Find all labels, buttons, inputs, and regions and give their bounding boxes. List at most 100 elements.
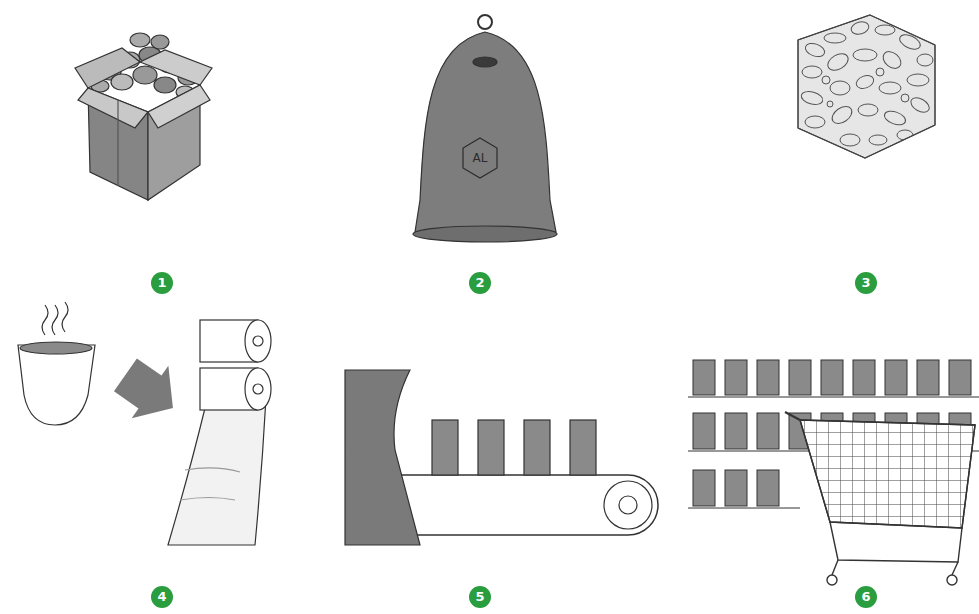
aluminium-bell — [478, 15, 492, 29]
can-box — [75, 33, 212, 200]
callout-number: 3 — [855, 272, 877, 294]
aluminium-bell — [463, 138, 497, 178]
can-box — [111, 74, 133, 90]
can-box — [78, 88, 148, 128]
crushed-can-bale — [908, 95, 931, 115]
crushed-can-bale — [805, 116, 825, 128]
shop-shelves — [853, 360, 875, 395]
shopping-cart — [830, 522, 962, 562]
crushed-can-bale — [853, 49, 877, 61]
aluminium-bell — [413, 15, 557, 242]
aluminium-bell — [415, 32, 556, 232]
shop-shelves — [789, 360, 811, 395]
conveyor — [345, 370, 658, 545]
shop-shelves — [693, 360, 715, 395]
crushed-can-bale — [854, 73, 875, 90]
conveyor — [478, 420, 504, 475]
shop-shelves — [821, 360, 843, 395]
shop-shelves — [757, 413, 779, 449]
conveyor — [604, 481, 652, 529]
conveyor — [619, 496, 637, 514]
crushed-can-bale — [798, 15, 935, 158]
melting-crucible — [20, 342, 92, 354]
metal-mark: AL — [473, 151, 488, 165]
callout-number: 4 — [151, 586, 173, 608]
callout-number: 6 — [855, 586, 877, 608]
crushed-can-bale — [800, 20, 933, 146]
crushed-can-bale — [802, 66, 822, 78]
can-box — [117, 100, 118, 186]
melting-crucible — [18, 345, 95, 425]
can-box — [140, 50, 212, 85]
aluminium-bell — [473, 57, 497, 67]
crushed-can-bale — [875, 25, 895, 35]
shop-shelves — [725, 360, 747, 395]
rolling-mill — [185, 468, 240, 472]
rolling-mill — [253, 384, 263, 394]
crushed-can-bale — [825, 50, 851, 73]
shop-shelves — [693, 470, 715, 506]
aluminium-bell — [413, 226, 557, 242]
crushed-can-bale — [858, 104, 878, 116]
can-box — [75, 48, 140, 88]
shop-shelves — [688, 397, 979, 398]
shopping-cart — [832, 560, 838, 575]
rolling-mill — [168, 320, 271, 545]
melting-crucible — [42, 305, 48, 335]
shop-shelves — [757, 470, 779, 506]
melting-crucible — [18, 302, 95, 425]
conveyor — [345, 370, 420, 545]
crushed-can-bale — [822, 76, 830, 84]
shop-shelves — [917, 360, 939, 395]
shopping-cart — [785, 412, 975, 585]
shop-shelves — [949, 360, 971, 395]
conveyor — [432, 420, 458, 475]
crushed-can-bale — [798, 15, 935, 158]
shopping-cart — [785, 412, 800, 420]
crushed-can-bale — [804, 41, 827, 59]
crushed-can-bale — [800, 89, 824, 106]
melting-crucible — [62, 302, 68, 332]
conveyor — [395, 475, 658, 535]
crushed-can-bale — [824, 33, 846, 43]
can-box — [148, 85, 210, 128]
shop-shelves — [757, 360, 779, 395]
crushed-can-bale — [907, 74, 929, 86]
crushed-can-bale — [829, 103, 855, 127]
crushed-can-bale — [883, 109, 908, 128]
can-box — [151, 35, 169, 49]
callout-number: 2 — [469, 272, 491, 294]
conveyor — [570, 420, 596, 475]
can-box — [154, 77, 176, 93]
shop-shelves — [725, 470, 747, 506]
crushed-can-bale — [880, 48, 904, 72]
crushed-can-bale — [876, 68, 884, 76]
rolling-mill — [168, 398, 266, 545]
rolling-mill — [245, 368, 271, 410]
crushed-can-bale — [879, 82, 901, 94]
shop-shelves — [688, 508, 800, 509]
crushed-can-bale — [917, 54, 933, 66]
shopping-cart — [947, 575, 957, 585]
crushed-can-bale — [850, 20, 870, 36]
crushed-can-bale — [840, 134, 860, 146]
rolling-mill — [245, 320, 271, 362]
crushed-can-bale — [798, 15, 935, 158]
crushed-can-bale — [827, 101, 833, 107]
process-arrow — [107, 349, 191, 435]
crushed-can-bale — [897, 32, 922, 52]
rolling-mill — [180, 498, 235, 501]
conveyor — [524, 420, 550, 475]
shopping-cart — [952, 562, 958, 575]
shopping-cart — [800, 420, 975, 528]
shopping-cart — [827, 575, 837, 585]
can-box — [133, 66, 157, 84]
shop-shelves — [693, 413, 715, 449]
crushed-can-bale — [830, 81, 850, 95]
shop-shelves — [885, 360, 907, 395]
callout-number: 5 — [469, 586, 491, 608]
crushed-can-bale — [869, 135, 887, 145]
callout-number: 1 — [151, 272, 173, 294]
